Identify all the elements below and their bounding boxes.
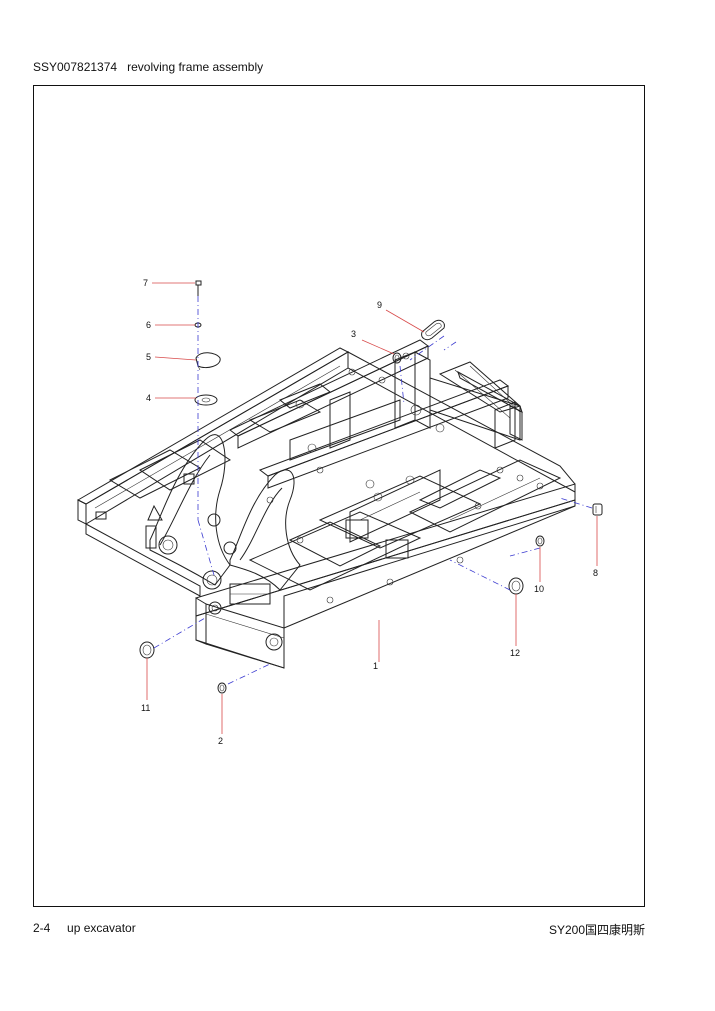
callout-1: 1 [373, 661, 378, 671]
callout-6: 6 [146, 320, 151, 330]
callout-3: 3 [351, 329, 356, 339]
callout-12: 12 [510, 648, 520, 658]
part-5-cover-plate [195, 352, 221, 371]
part-9-oval-grommet [421, 319, 445, 341]
callout-11: 11 [141, 703, 150, 713]
callout-2: 2 [218, 736, 223, 746]
assembly-title: revolving frame assembly [127, 60, 264, 74]
page-number: 2-4 [33, 921, 51, 935]
revolving-frame-body [76, 339, 576, 669]
callout-7: 7 [143, 278, 148, 288]
callout-10: 10 [534, 584, 544, 594]
part-3-nut [392, 352, 402, 364]
page-footer-left: 2-4 up excavator [33, 921, 136, 935]
part-4-gasket [194, 394, 218, 406]
callout-4: 4 [146, 393, 151, 403]
model-name: SY200国四康明斯 [548, 923, 645, 937]
part-7-bolt [195, 280, 202, 296]
callout-8: 8 [593, 568, 598, 578]
callout-5: 5 [146, 352, 151, 362]
part-8-plug [592, 503, 603, 516]
section-name: up excavator [67, 921, 136, 935]
drawing-frame [33, 85, 645, 907]
page-header: SSY007821374 revolving frame assembly [33, 60, 263, 74]
part-10-seal-ring [535, 535, 545, 547]
callout-labels: 1 2 3 4 5 6 7 8 9 10 11 12 [141, 278, 598, 746]
part-2-nut [217, 682, 227, 694]
part-number: SSY007821374 [33, 60, 118, 74]
part-12-large-seal [508, 577, 524, 595]
callout-leaders [146, 282, 598, 734]
callout-9: 9 [377, 300, 382, 310]
assembly-center-lines [153, 296, 593, 685]
part-11-large-seal [139, 641, 155, 659]
